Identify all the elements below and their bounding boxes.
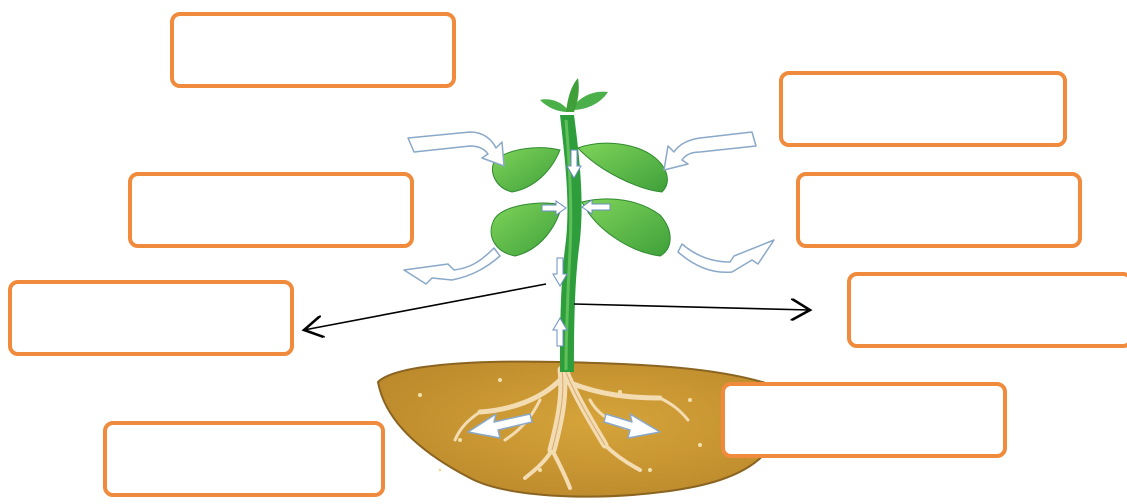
- label-box[interactable]: [796, 172, 1082, 248]
- top-sprout-leaf-left: [540, 99, 568, 112]
- pointer-line-left: [304, 284, 546, 330]
- arrow-out-lower-left: [404, 248, 500, 284]
- soil-mound: [378, 362, 780, 497]
- label-box[interactable]: [170, 12, 456, 88]
- label-box[interactable]: [128, 172, 414, 248]
- label-box[interactable]: [847, 272, 1127, 348]
- label-box[interactable]: [103, 421, 385, 497]
- leaf-upper-right: [578, 143, 667, 192]
- arrow-out-lower-right: [678, 240, 774, 272]
- arrow-in-upper-left: [408, 132, 504, 166]
- label-box[interactable]: [8, 280, 294, 356]
- label-box[interactable]: [721, 382, 1007, 458]
- pointer-line-right: [574, 304, 810, 310]
- arrow-in-upper-right: [664, 132, 756, 170]
- label-box[interactable]: [779, 71, 1067, 147]
